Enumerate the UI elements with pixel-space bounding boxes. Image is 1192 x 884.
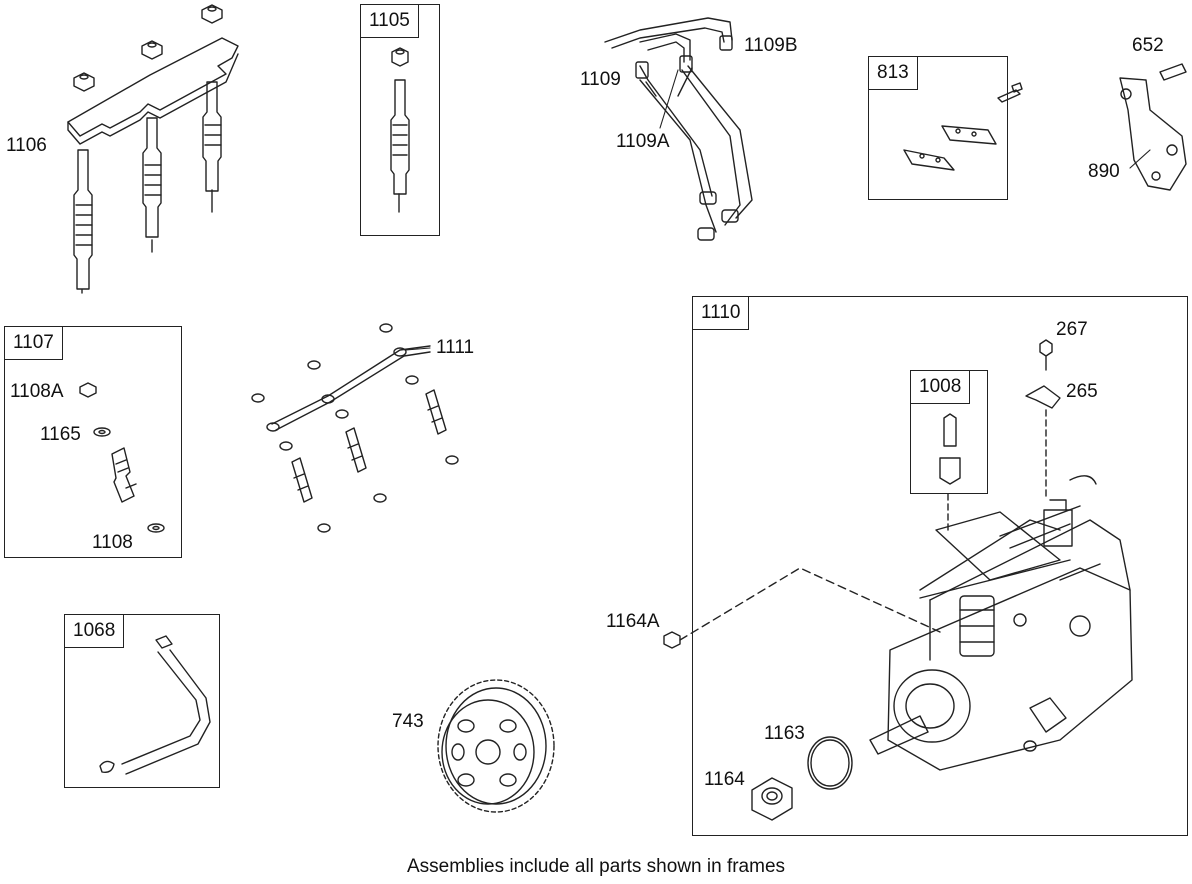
frame-tag-1107: 1107 xyxy=(4,326,63,360)
callout-743: 743 xyxy=(392,711,424,732)
callout-1108: 1108 xyxy=(92,532,133,553)
hose-1068-drawing xyxy=(99,635,211,775)
callout-1106: 1106 xyxy=(6,135,47,156)
nozzle-rail-1111-drawing xyxy=(251,323,459,533)
frame-1008: 1008 xyxy=(910,370,988,494)
bracket-set-813-drawing xyxy=(903,82,1023,171)
nozzle-set-1107-drawing xyxy=(79,382,165,533)
callout-267: 267 xyxy=(1056,319,1088,340)
callout-890: 890 xyxy=(1088,161,1120,182)
glow-plug-set-1106-drawing xyxy=(67,4,239,294)
callout-1111: 1111 xyxy=(436,337,475,358)
frame-tag-1110: 1110 xyxy=(692,296,750,330)
frame-1110: 1110 xyxy=(692,296,1188,836)
callout-1164: 1164 xyxy=(704,769,745,790)
frame-tag-1068: 1068 xyxy=(64,614,125,648)
frame-1068: 1068 xyxy=(64,614,220,788)
callout-652: 652 xyxy=(1132,35,1164,56)
frame-tag-1105: 1105 xyxy=(360,4,419,38)
callout-265: 265 xyxy=(1066,381,1098,402)
callout-1109B: 1109B xyxy=(744,35,798,56)
leader-lines xyxy=(405,69,1151,351)
bracket-890-drawing xyxy=(1119,63,1187,191)
frame-1107: 1107 xyxy=(4,326,182,558)
callout-1163: 1163 xyxy=(764,723,805,744)
frame-tag-813: 813 xyxy=(868,56,918,90)
injection-pump-1110-drawing xyxy=(663,339,1133,821)
frame-tag-1008: 1008 xyxy=(910,370,971,404)
frame-1105: 1105 xyxy=(360,4,440,236)
callout-1164A: 1164A xyxy=(606,611,660,632)
callout-1109: 1109 xyxy=(580,69,621,90)
footer-caption: Assemblies include all parts shown in fr… xyxy=(406,856,786,877)
gear-743-drawing xyxy=(437,679,555,813)
frame-813: 813 xyxy=(868,56,1008,200)
callout-1165: 1165 xyxy=(40,424,81,445)
glow-plug-1105-drawing xyxy=(390,47,410,213)
callout-1109A: 1109A xyxy=(616,131,670,152)
injection-lines-1109-drawing xyxy=(604,17,753,241)
callout-1108A: 1108A xyxy=(10,381,64,402)
